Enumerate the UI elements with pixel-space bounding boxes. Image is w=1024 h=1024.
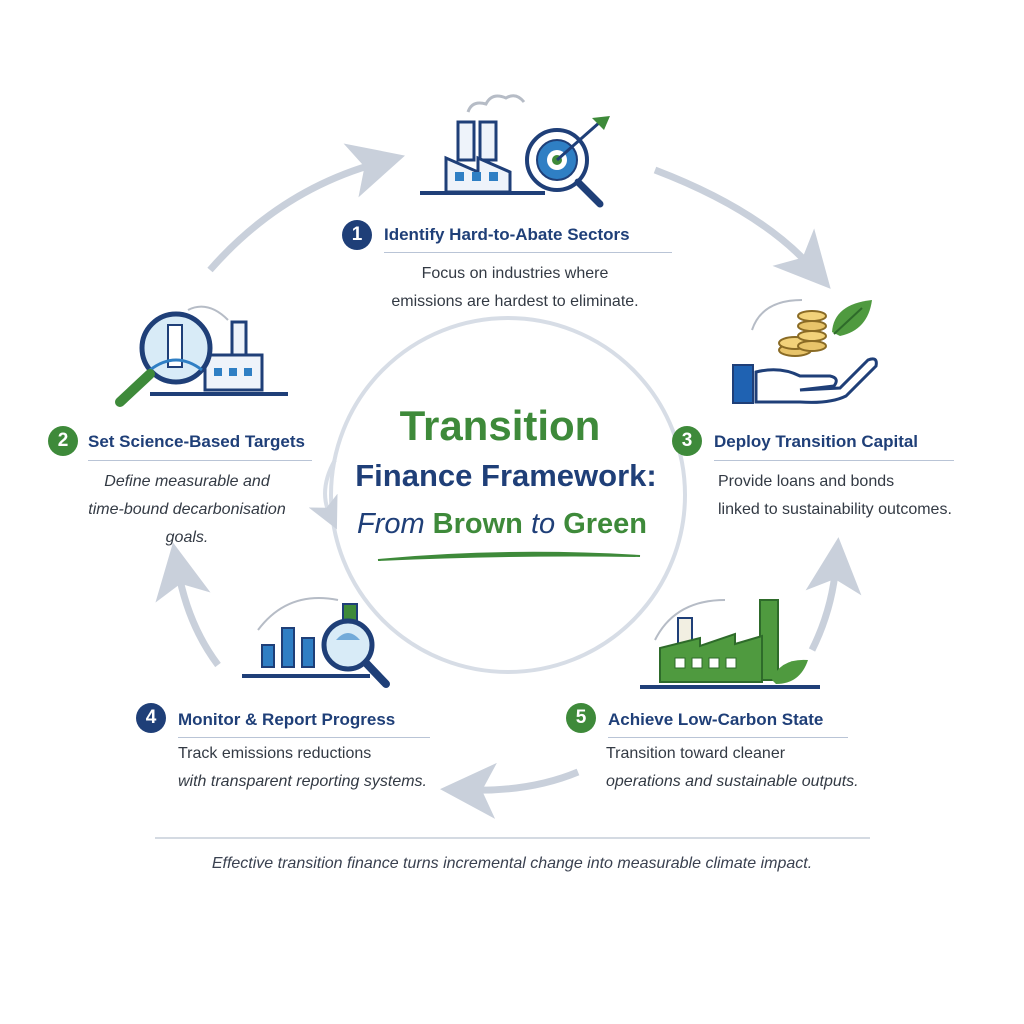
- step-2-divider: [88, 460, 312, 461]
- step-2-badge: 2: [48, 426, 78, 456]
- step-3-badge: 3: [672, 426, 702, 456]
- step-4-desc-line-2: with transparent reporting systems.: [178, 773, 427, 790]
- step-5-badge: 5: [566, 703, 596, 733]
- title-green: Green: [563, 508, 648, 540]
- step-5-desc-line-1: Transition toward cleaner: [606, 745, 786, 762]
- arrow-top-right: [653, 166, 831, 289]
- step-4-description: Track emissions reductions with transpar…: [178, 740, 468, 796]
- arrow-top-left: [207, 143, 405, 273]
- step-3-desc-line-2: linked to sustainability outcomes.: [718, 501, 952, 518]
- title-line-3: From Brown to Green: [0, 508, 1014, 541]
- step-4-badge: 4: [136, 703, 166, 733]
- step-3-divider: [714, 460, 954, 461]
- step-1-description: Focus on industries where emissions are …: [330, 260, 700, 316]
- footer-note: Effective transition finance turns incre…: [211, 855, 813, 872]
- title-to: to: [522, 508, 564, 540]
- step-1-desc-line-1: Focus on industries where: [421, 265, 609, 282]
- arrow-1-to-2: [308, 459, 338, 530]
- step-2-desc-line-2: time-bound decarbonisation: [88, 501, 286, 518]
- step-5-divider: [608, 737, 848, 738]
- arrow-right-up: [805, 537, 862, 652]
- step-1-title: Identify Hard-to-Abate Sectors: [384, 225, 630, 244]
- step-5-desc-line-2: operations and sustainable outputs.: [606, 773, 859, 790]
- step-1-desc-line-2: emissions are hardest to eliminate.: [391, 293, 639, 310]
- step-2-description: Define measurable and time-bound decarbo…: [62, 468, 312, 552]
- step-3-description: Provide loans and bonds linked to sustai…: [718, 468, 1008, 524]
- title-line-1: Transition: [399, 402, 601, 449]
- arrow-left-up: [155, 542, 221, 668]
- step-4-title: Monitor & Report Progress: [178, 710, 396, 729]
- step-2-desc-line-3: goals.: [165, 529, 209, 546]
- step-4-divider: [178, 737, 430, 738]
- arrow-bottom: [440, 762, 580, 819]
- step-2-desc-line-1: Define measurable and: [104, 473, 270, 490]
- step-3-desc-line-1: Provide loans and bonds: [718, 473, 895, 490]
- step-3-title: Deploy Transition Capital: [714, 432, 919, 451]
- step-1-badge: 1: [342, 220, 372, 250]
- step-5-title: Achieve Low-Carbon State: [608, 710, 824, 729]
- step-5-description: Transition toward cleaner operations and…: [606, 740, 896, 796]
- title-from: From: [356, 508, 433, 540]
- step-1-divider: [384, 252, 672, 253]
- step-4-desc-line-1: Track emissions reductions: [178, 745, 372, 762]
- title-brown: Brown: [432, 508, 523, 540]
- step-2-title: Set Science-Based Targets: [88, 432, 305, 451]
- title-line-2: Finance Framework:: [355, 458, 657, 493]
